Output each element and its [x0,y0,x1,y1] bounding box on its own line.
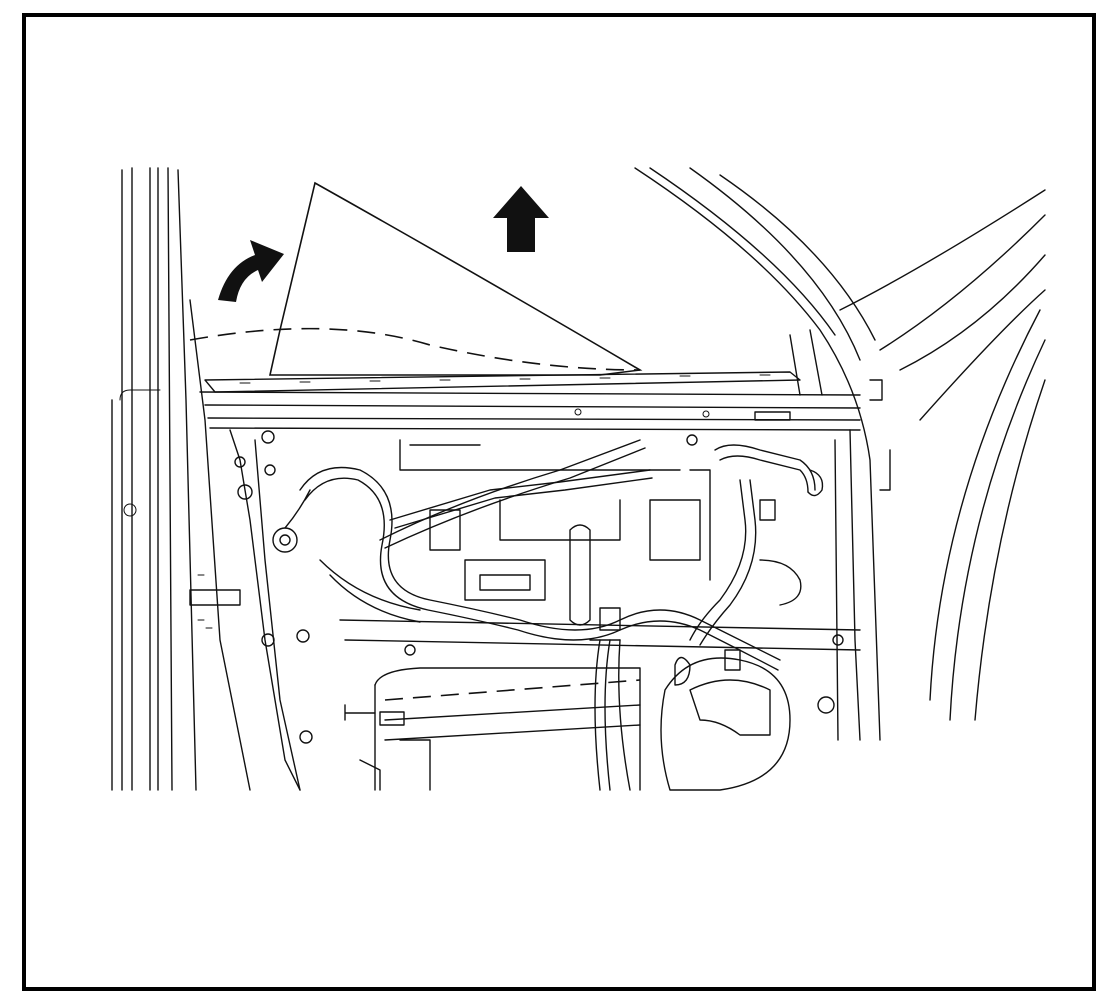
door-belt-rail [199,329,861,431]
right-door-frame [634,167,1046,741]
inner-door-panel [229,429,861,791]
figure-frame [22,13,1096,991]
up-arrow-icon [493,186,549,252]
regulator-cables [379,439,653,549]
wiring-harness [272,444,824,791]
speaker-opening [660,656,791,791]
left-door-frame [111,167,251,791]
door-glass [189,181,643,376]
curved-lift-arrow-icon [218,240,284,302]
lower-panel [339,619,861,791]
window-regulator [429,469,711,641]
